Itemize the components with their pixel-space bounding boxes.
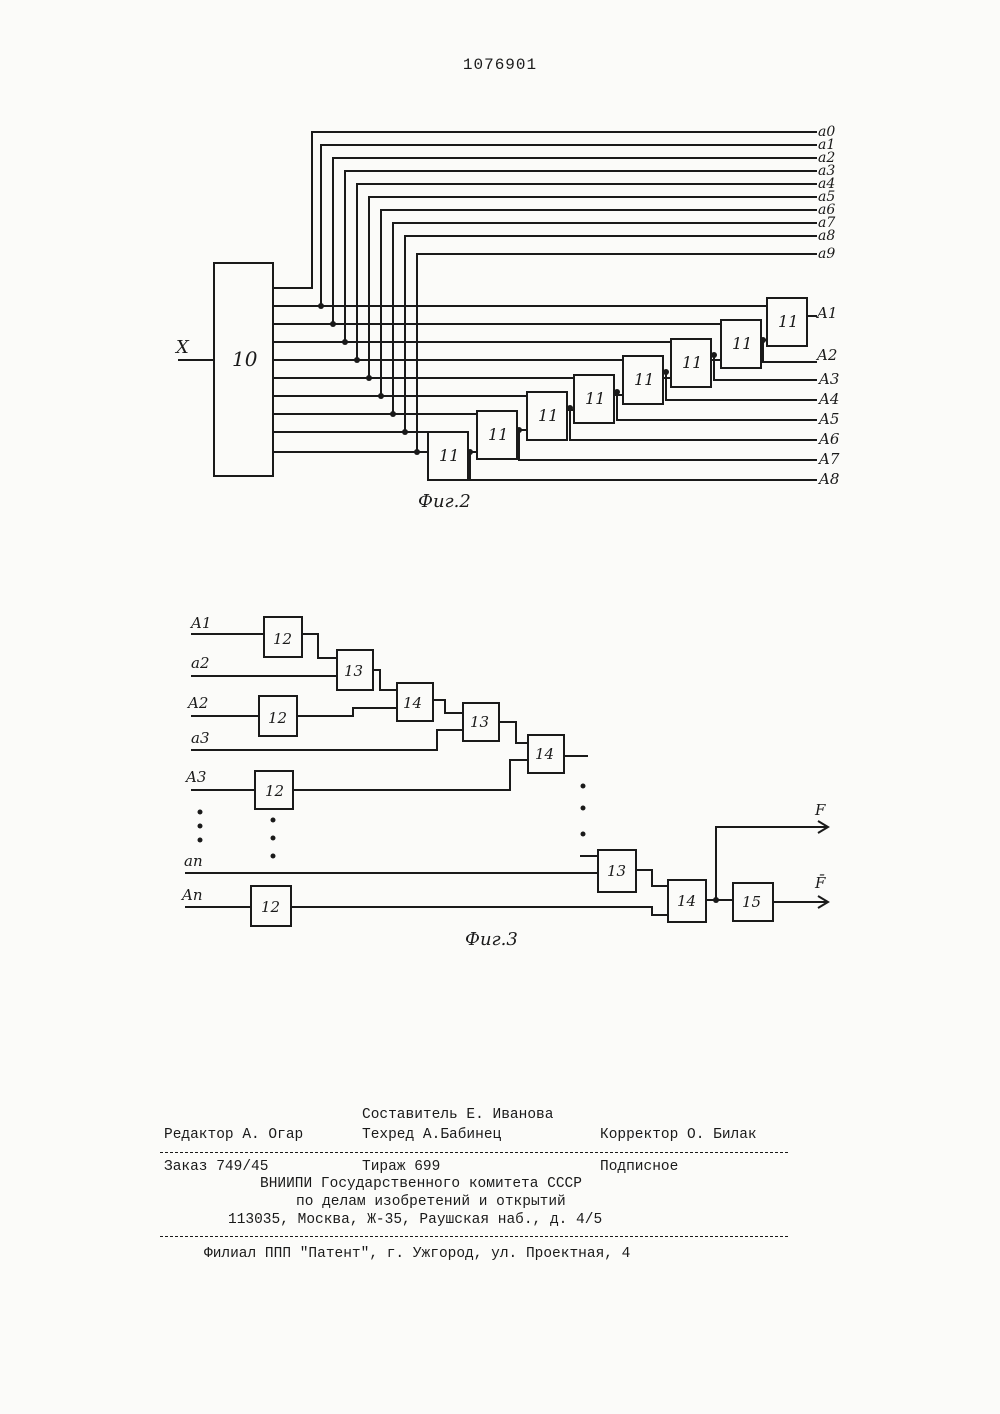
wire-a1 (321, 145, 817, 306)
wire-A8 (470, 452, 817, 480)
svg-text:12: 12 (268, 709, 287, 727)
imprint-rule-1 (160, 1152, 788, 1153)
svg-text:13: 13 (607, 862, 626, 880)
svg-text:11: 11 (439, 446, 459, 465)
imprint-circulation: Тираж 699 (362, 1159, 440, 1175)
svg-text:15: 15 (742, 893, 761, 911)
svg-text:11: 11 (634, 370, 654, 389)
svg-text:a2: a2 (191, 654, 210, 672)
svg-text:A2: A2 (815, 346, 837, 364)
imprint-editor: Редактор А. Огар (164, 1127, 303, 1143)
svg-text:14: 14 (403, 694, 422, 712)
svg-text:12: 12 (261, 898, 280, 916)
svg-text:an: an (184, 852, 203, 870)
svg-text:A1: A1 (815, 304, 837, 322)
svg-text:An: An (180, 886, 203, 904)
svg-text:A7: A7 (817, 450, 840, 468)
svg-text:14: 14 (535, 745, 554, 763)
svg-text:A6: A6 (817, 430, 840, 448)
cell-block-11-chain (428, 298, 807, 480)
svg-text:11: 11 (488, 425, 508, 444)
svg-text:A5: A5 (817, 410, 839, 428)
input-x-label: X (174, 337, 190, 358)
svg-text:A4: A4 (817, 390, 839, 408)
svg-text:13: 13 (344, 662, 363, 680)
imprint-compiler: Составитель Е. Иванова (362, 1107, 553, 1123)
svg-text:F̄: F̄ (814, 874, 826, 892)
svg-text:a3: a3 (191, 729, 210, 747)
svg-text:a8: a8 (818, 228, 835, 244)
svg-text:a9: a9 (818, 246, 835, 262)
svg-text:12: 12 (273, 630, 292, 648)
fig2-caption: Фиг.2 (418, 491, 471, 512)
imprint-corrector: Корректор О. Билак (600, 1127, 757, 1143)
imprint-org-3: 113035, Москва, Ж-35, Раушская наб., д. … (228, 1212, 602, 1228)
imprint-rule-2 (160, 1236, 788, 1237)
imprint-subscription: Подписное (600, 1159, 678, 1175)
svg-text:13: 13 (470, 713, 489, 731)
svg-text:11: 11 (732, 334, 752, 353)
svg-text:11: 11 (778, 312, 798, 331)
imprint-order: Заказ 749/45 (164, 1159, 268, 1175)
svg-text:F: F (814, 801, 826, 819)
svg-text:14: 14 (677, 892, 696, 910)
imprint-techred: Техред А.Бабинец (362, 1127, 501, 1143)
fig3-caption: Фиг.3 (465, 929, 518, 950)
svg-text:A8: A8 (817, 470, 839, 488)
svg-text:A2: A2 (186, 694, 208, 712)
svg-text:11: 11 (682, 353, 702, 372)
block-10-label: 10 (232, 347, 258, 371)
svg-text:A1: A1 (189, 614, 211, 632)
svg-text:A3: A3 (817, 370, 839, 388)
svg-text:11: 11 (585, 389, 605, 408)
svg-text:A3: A3 (184, 768, 206, 786)
imprint-branch: Филиал ППП "Патент", г. Ужгород, ул. Про… (204, 1246, 630, 1262)
svg-text:11: 11 (538, 406, 558, 425)
imprint-org-1: ВНИИПИ Государственного комитета СССР (260, 1176, 582, 1192)
imprint-org-2: по делам изобретений и открытий (296, 1194, 566, 1210)
svg-text:12: 12 (265, 782, 284, 800)
